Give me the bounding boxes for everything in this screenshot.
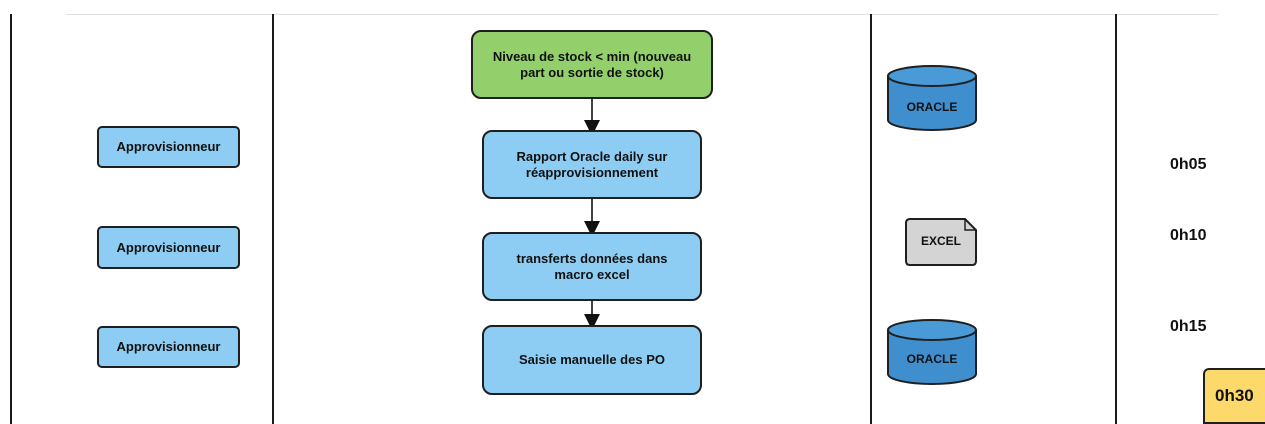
role-label: Approvisionneur xyxy=(116,139,221,154)
system-label: ORACLE xyxy=(906,352,958,366)
lane-divider-system-time xyxy=(1115,14,1117,424)
process-step-label: Saisie manuelle des PO xyxy=(519,352,665,367)
process-step-box: Saisie manuelle des PO xyxy=(482,325,702,395)
process-step-box: Rapport Oracle daily sur réapprovisionne… xyxy=(482,130,702,199)
process-start-box: Niveau de stock < min (nouveau part ou s… xyxy=(471,30,713,99)
total-duration-box: 0h30 xyxy=(1203,368,1265,424)
role-box: Approvisionneur xyxy=(97,226,240,269)
document-icon: EXCEL xyxy=(905,218,977,266)
step-duration: 0h10 xyxy=(1170,227,1207,244)
role-box: Approvisionneur xyxy=(97,126,240,168)
system-label: EXCEL xyxy=(920,234,961,248)
process-step-label: Niveau de stock < min (nouveau part ou s… xyxy=(492,48,692,80)
top-divider xyxy=(66,14,1218,15)
step-duration: 0h05 xyxy=(1170,156,1207,173)
database-icon: ORACLE xyxy=(886,64,978,132)
database-icon: ORACLE xyxy=(886,318,978,386)
system-label: ORACLE xyxy=(906,100,958,114)
lane-divider-left xyxy=(10,14,12,424)
total-duration: 0h30 xyxy=(1215,386,1254,405)
lane-divider-role-process xyxy=(272,14,274,424)
step-duration: 0h15 xyxy=(1170,318,1207,335)
role-box: Approvisionneur xyxy=(97,326,240,368)
process-step-label: transferts données dans macro excel xyxy=(516,250,668,282)
role-label: Approvisionneur xyxy=(116,239,221,255)
process-step-box: transferts données dans macro excel xyxy=(482,232,702,301)
process-step-label: Rapport Oracle daily sur réapprovisionne… xyxy=(516,148,668,180)
role-label: Approvisionneur xyxy=(116,339,221,354)
lane-divider-process-system xyxy=(870,14,872,424)
